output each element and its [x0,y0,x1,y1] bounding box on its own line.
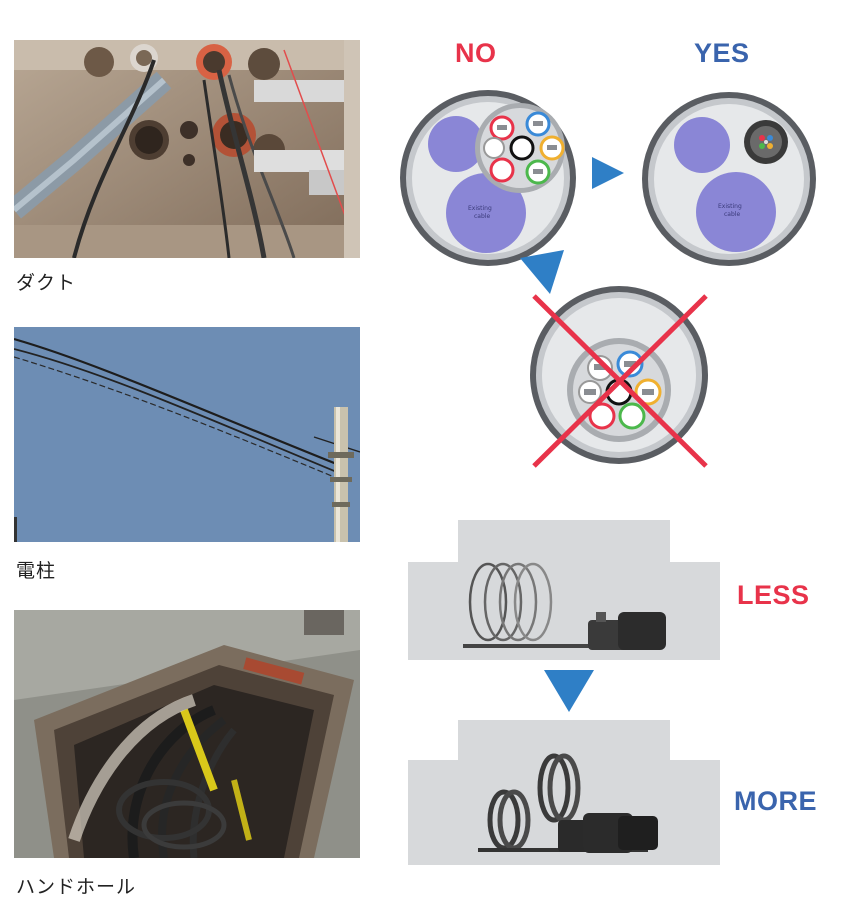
existing-cable-text-1b: cable [474,213,490,220]
arrow-right-icon [590,155,626,191]
yes-label: YES [694,38,750,68]
duct-cross-section-yes: Existing cable [640,90,818,268]
utility-pole-caption: 電柱 [16,560,57,582]
existing-cable-text-2a: Existing [718,203,742,210]
duct-caption: ダクト [16,272,77,294]
no-label: NO [455,38,497,68]
handhole-panel-less [408,520,720,660]
less-label: LESS [737,580,810,610]
duct-photo [14,40,360,258]
arrow-down-left-icon [520,250,570,296]
more-label: MORE [734,786,817,816]
rejected-cross-icon [530,292,710,470]
duct-cross-section-rejected [528,284,710,466]
existing-cable-text-2b: cable [724,211,740,218]
handhole-panel-more [408,720,720,865]
duct-cross-section-no: Existing cable [398,88,578,268]
handhole-caption: ハンドホール [16,876,137,898]
utility-pole-photo [14,327,360,542]
arrow-down-icon [544,670,594,712]
handhole-photo [14,610,360,858]
existing-cable-text-1a: Existing [468,205,492,212]
